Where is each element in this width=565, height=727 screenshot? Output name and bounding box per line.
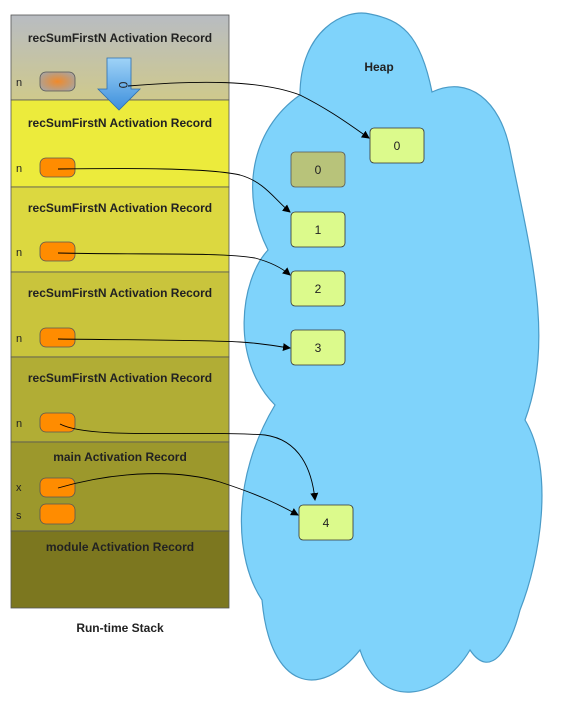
runtime-stack: recSumFirstN Activation Record recSumFir… <box>10 14 230 635</box>
stack-caption: Run-time Stack <box>76 621 164 635</box>
var-label-n: n <box>16 163 22 175</box>
record-title: recSumFirstN Activation Record <box>28 286 212 300</box>
reference-arrow <box>57 252 291 276</box>
reference-arrow <box>57 168 291 213</box>
record-title: recSumFirstN Activation Record <box>28 371 212 385</box>
reference-arrow <box>57 473 299 516</box>
reference-arrow <box>59 423 319 501</box>
module-activation-record <box>10 530 230 609</box>
variable-box-n <box>39 412 76 433</box>
record-title: module Activation Record <box>46 540 194 554</box>
var-label-n: n <box>16 418 22 430</box>
record-title: recSumFirstN Activation Record <box>28 201 212 215</box>
variable-box-n-popped <box>39 71 76 92</box>
var-label-n: n <box>16 247 22 259</box>
heap-object <box>290 329 346 366</box>
variable-box-s <box>39 503 76 525</box>
return-value-arrow: 0 <box>97 57 141 111</box>
var-label-n: n <box>16 333 22 345</box>
heap-object-value: 2 <box>315 282 322 296</box>
heap-object <box>369 127 425 164</box>
reference-arrows <box>57 81 370 516</box>
variable-box-n <box>39 241 76 262</box>
reference-arrow <box>57 338 291 352</box>
var-label-x: x <box>16 482 22 494</box>
heap-object-value: 0 <box>315 163 322 177</box>
heap-label: Heap <box>364 60 393 74</box>
heap-object-value: 0 <box>394 139 401 153</box>
heap-cloud: Heap <box>240 12 543 693</box>
variable-box-x <box>39 477 76 498</box>
heap-object-value: 3 <box>315 341 322 355</box>
reference-arrow <box>127 81 370 139</box>
heap-object <box>298 504 354 541</box>
heap-cloud-shape <box>240 12 543 693</box>
heap-objects: 0 0 1 2 3 4 <box>290 127 425 541</box>
heap-object <box>290 270 346 307</box>
record-title: main Activation Record <box>53 450 187 464</box>
heap-object-value: 1 <box>315 223 322 237</box>
record-title: recSumFirstN Activation Record <box>28 116 212 130</box>
variable-box-n <box>39 327 76 348</box>
var-label-s: s <box>16 510 22 522</box>
record-title: recSumFirstN Activation Record <box>28 31 212 45</box>
variable-box-n <box>39 157 76 178</box>
heap-object-garbage <box>290 151 346 188</box>
return-value: 0 <box>116 82 130 89</box>
down-arrow-icon <box>97 57 141 111</box>
var-label-n: n <box>16 77 22 89</box>
heap-object <box>290 211 346 248</box>
heap-object-value: 4 <box>323 516 330 530</box>
